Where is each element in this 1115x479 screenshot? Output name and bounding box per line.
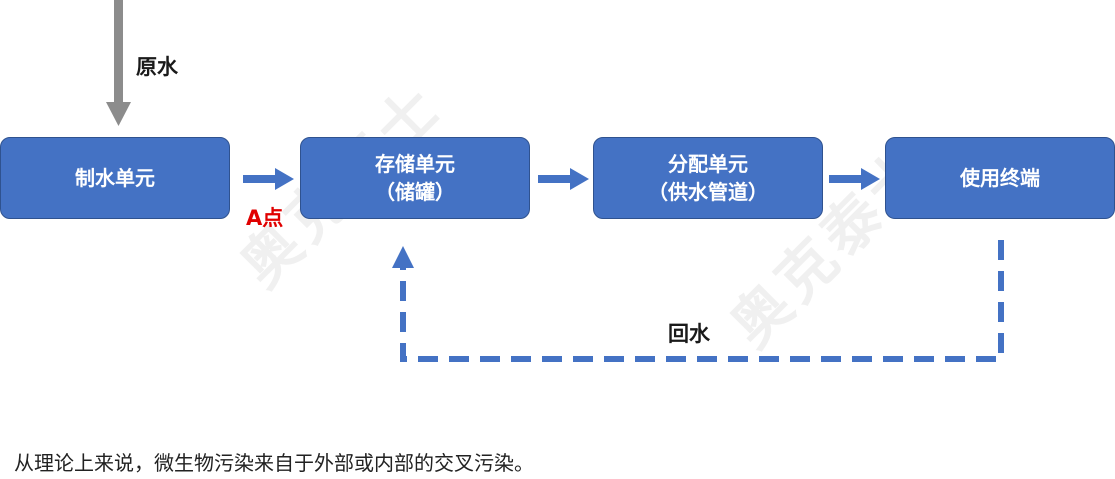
node-storage-label: 存储单元 [375,152,455,176]
node-terminal-unit: 使用终端 [885,137,1115,219]
return-water-loop [392,240,1004,362]
return-water-label: 回水 [668,322,710,346]
raw-water-arrow [106,0,131,126]
raw-water-label: 原水 [136,55,178,79]
arrow-storage-to-distribution [538,168,589,190]
node-production-unit: 制水单元 [0,137,230,219]
node-distribution-unit: 分配单元 （供水管道） [593,137,823,219]
node-production-label: 制水单元 [75,166,155,190]
node-distribution-label: 分配单元 [668,152,748,176]
node-terminal-label: 使用终端 [960,166,1040,190]
node-distribution-sublabel: （供水管道） [648,180,768,204]
arrow-distribution-to-terminal [829,168,880,190]
point-a-label: A点 [246,206,284,230]
node-storage-unit: 存储单元 （储罐） [300,137,530,219]
node-storage-sublabel: （储罐） [375,180,455,204]
arrow-production-to-storage [243,168,294,190]
caption-text: 从理论上来说，微生物污染来自于外部或内部的交叉污染。 [14,451,534,475]
